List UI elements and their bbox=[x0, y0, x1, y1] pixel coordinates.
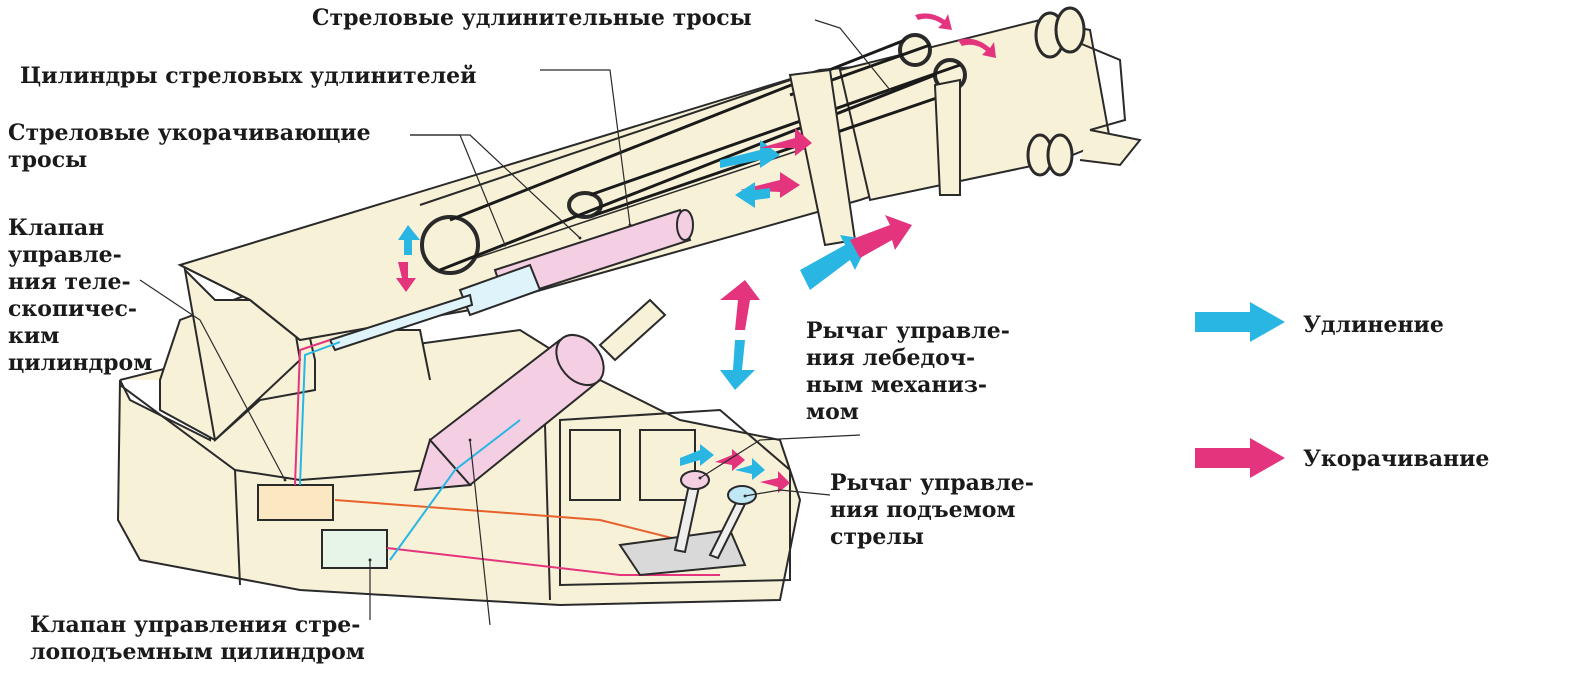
label-boom-lift-valve: Клапан управления стре- лоподъемным цили… bbox=[30, 612, 365, 665]
label-retraction-cables: Стреловые укорачивающие тросы bbox=[8, 120, 371, 173]
legend-retract-label: Укорачивание bbox=[1303, 446, 1490, 472]
label-winch-lever: Рычаг управле- ния лебедоч- ным механиз-… bbox=[806, 318, 1010, 425]
boom-lift-valve-box bbox=[321, 529, 388, 569]
legend-extend-arrow bbox=[1195, 302, 1285, 342]
label-extension-cylinders: Цилиндры стреловых удлинителей bbox=[20, 63, 477, 89]
control-levers bbox=[618, 470, 757, 577]
valves bbox=[257, 484, 388, 569]
legend-retract-arrow bbox=[1195, 438, 1285, 478]
label-telescopic-valve: Клапан управле- ния теле- скопичес- ким … bbox=[8, 215, 153, 376]
tip-sheaves bbox=[1026, 6, 1086, 177]
label-boom-lift-lever: Рычаг управле- ния подъемом стрелы bbox=[830, 470, 1034, 550]
extension-cylinder bbox=[328, 208, 694, 352]
legend-extend-label: Удлинение bbox=[1303, 312, 1444, 338]
leader-lines bbox=[139, 19, 892, 626]
telescopic-valve-box bbox=[257, 484, 334, 521]
motion-arrows bbox=[396, 13, 996, 493]
cab bbox=[559, 408, 791, 587]
hoses bbox=[294, 339, 720, 576]
legend-arrows bbox=[1195, 302, 1285, 478]
label-extension-cables: Стреловые удлинительные тросы bbox=[312, 5, 752, 31]
